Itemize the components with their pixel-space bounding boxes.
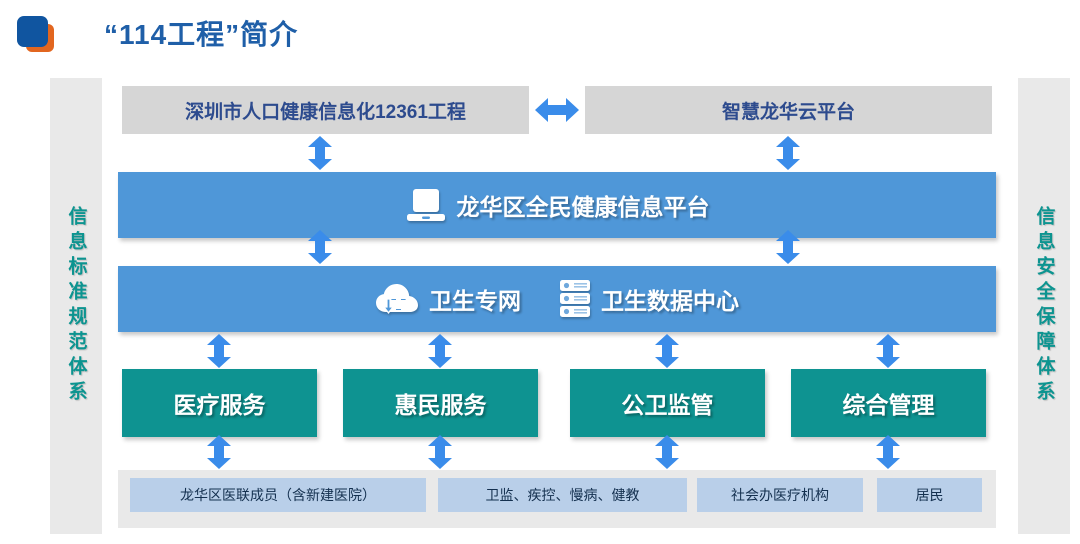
double-vertical-arrow-icon xyxy=(308,230,332,264)
side-band-info-security: 信息安全保障体系 xyxy=(1018,78,1070,534)
bar-segment-data-center: 卫生数据中心 xyxy=(559,279,739,319)
server-rack-icon xyxy=(560,280,590,317)
service-box-medical[interactable]: 医疗服务 xyxy=(122,369,317,437)
service-box-public-benefit[interactable]: 惠民服务 xyxy=(343,369,538,437)
blue-bar-health-info-platform[interactable]: 龙华区全民健康信息平台 xyxy=(118,172,996,238)
double-vertical-arrow-icon xyxy=(876,435,900,469)
double-vertical-arrow-icon xyxy=(308,136,332,170)
blue-bar-label-datacenter: 卫生数据中心 xyxy=(601,288,739,314)
top-box-longhua-cloud[interactable]: 智慧龙华云平台 xyxy=(585,86,992,134)
bar-segment-platform: 龙华区全民健康信息平台 xyxy=(405,187,710,223)
bottom-chip-medical-alliance[interactable]: 龙华区医联成员（含新建医院） xyxy=(130,478,426,512)
double-vertical-arrow-icon xyxy=(428,435,452,469)
side-band-right-label: 信息安全保障体系 xyxy=(1033,206,1055,406)
stacked-squares-logo-icon xyxy=(14,13,58,53)
architecture-diagram: 信息标准规范体系 信息安全保障体系 深圳市人口健康信息化12361工程 智慧龙华… xyxy=(0,66,1080,544)
double-vertical-arrow-icon xyxy=(776,230,800,264)
double-vertical-arrow-icon xyxy=(655,334,679,368)
double-vertical-arrow-icon xyxy=(207,334,231,368)
double-vertical-arrow-icon xyxy=(428,334,452,368)
service-box-comprehensive-management[interactable]: 综合管理 xyxy=(791,369,986,437)
double-vertical-arrow-icon xyxy=(776,136,800,170)
service-box-public-health-supervision[interactable]: 公卫监管 xyxy=(570,369,765,437)
side-band-left-label: 信息标准规范体系 xyxy=(65,206,87,406)
cloud-transfer-icon xyxy=(376,284,418,314)
bottom-chip-private-medical[interactable]: 社会办医疗机构 xyxy=(697,478,863,512)
blue-bar-label-network: 卫生专网 xyxy=(429,288,521,314)
bottom-chip-residents[interactable]: 居民 xyxy=(877,478,982,512)
bar-segment-health-network: 卫生专网 xyxy=(375,280,521,318)
blue-bar-network-datacenter[interactable]: 卫生专网 卫生数据中心 xyxy=(118,266,996,332)
top-box-shenzhen-12361[interactable]: 深圳市人口健康信息化12361工程 xyxy=(122,86,529,134)
double-horizontal-arrow-icon xyxy=(535,98,579,122)
double-vertical-arrow-icon xyxy=(207,435,231,469)
blue-bar-label-platform: 龙华区全民健康信息平台 xyxy=(456,194,710,220)
laptop-icon xyxy=(406,189,445,221)
page-title: “114工程”简介 xyxy=(104,19,299,50)
logo-square-blue xyxy=(17,16,48,47)
double-vertical-arrow-icon xyxy=(655,435,679,469)
bottom-chip-supervision-cdc[interactable]: 卫监、疾控、慢病、健教 xyxy=(438,478,687,512)
page-header: “114工程”简介 xyxy=(0,0,1080,66)
side-band-info-standard: 信息标准规范体系 xyxy=(50,78,102,534)
double-vertical-arrow-icon xyxy=(876,334,900,368)
